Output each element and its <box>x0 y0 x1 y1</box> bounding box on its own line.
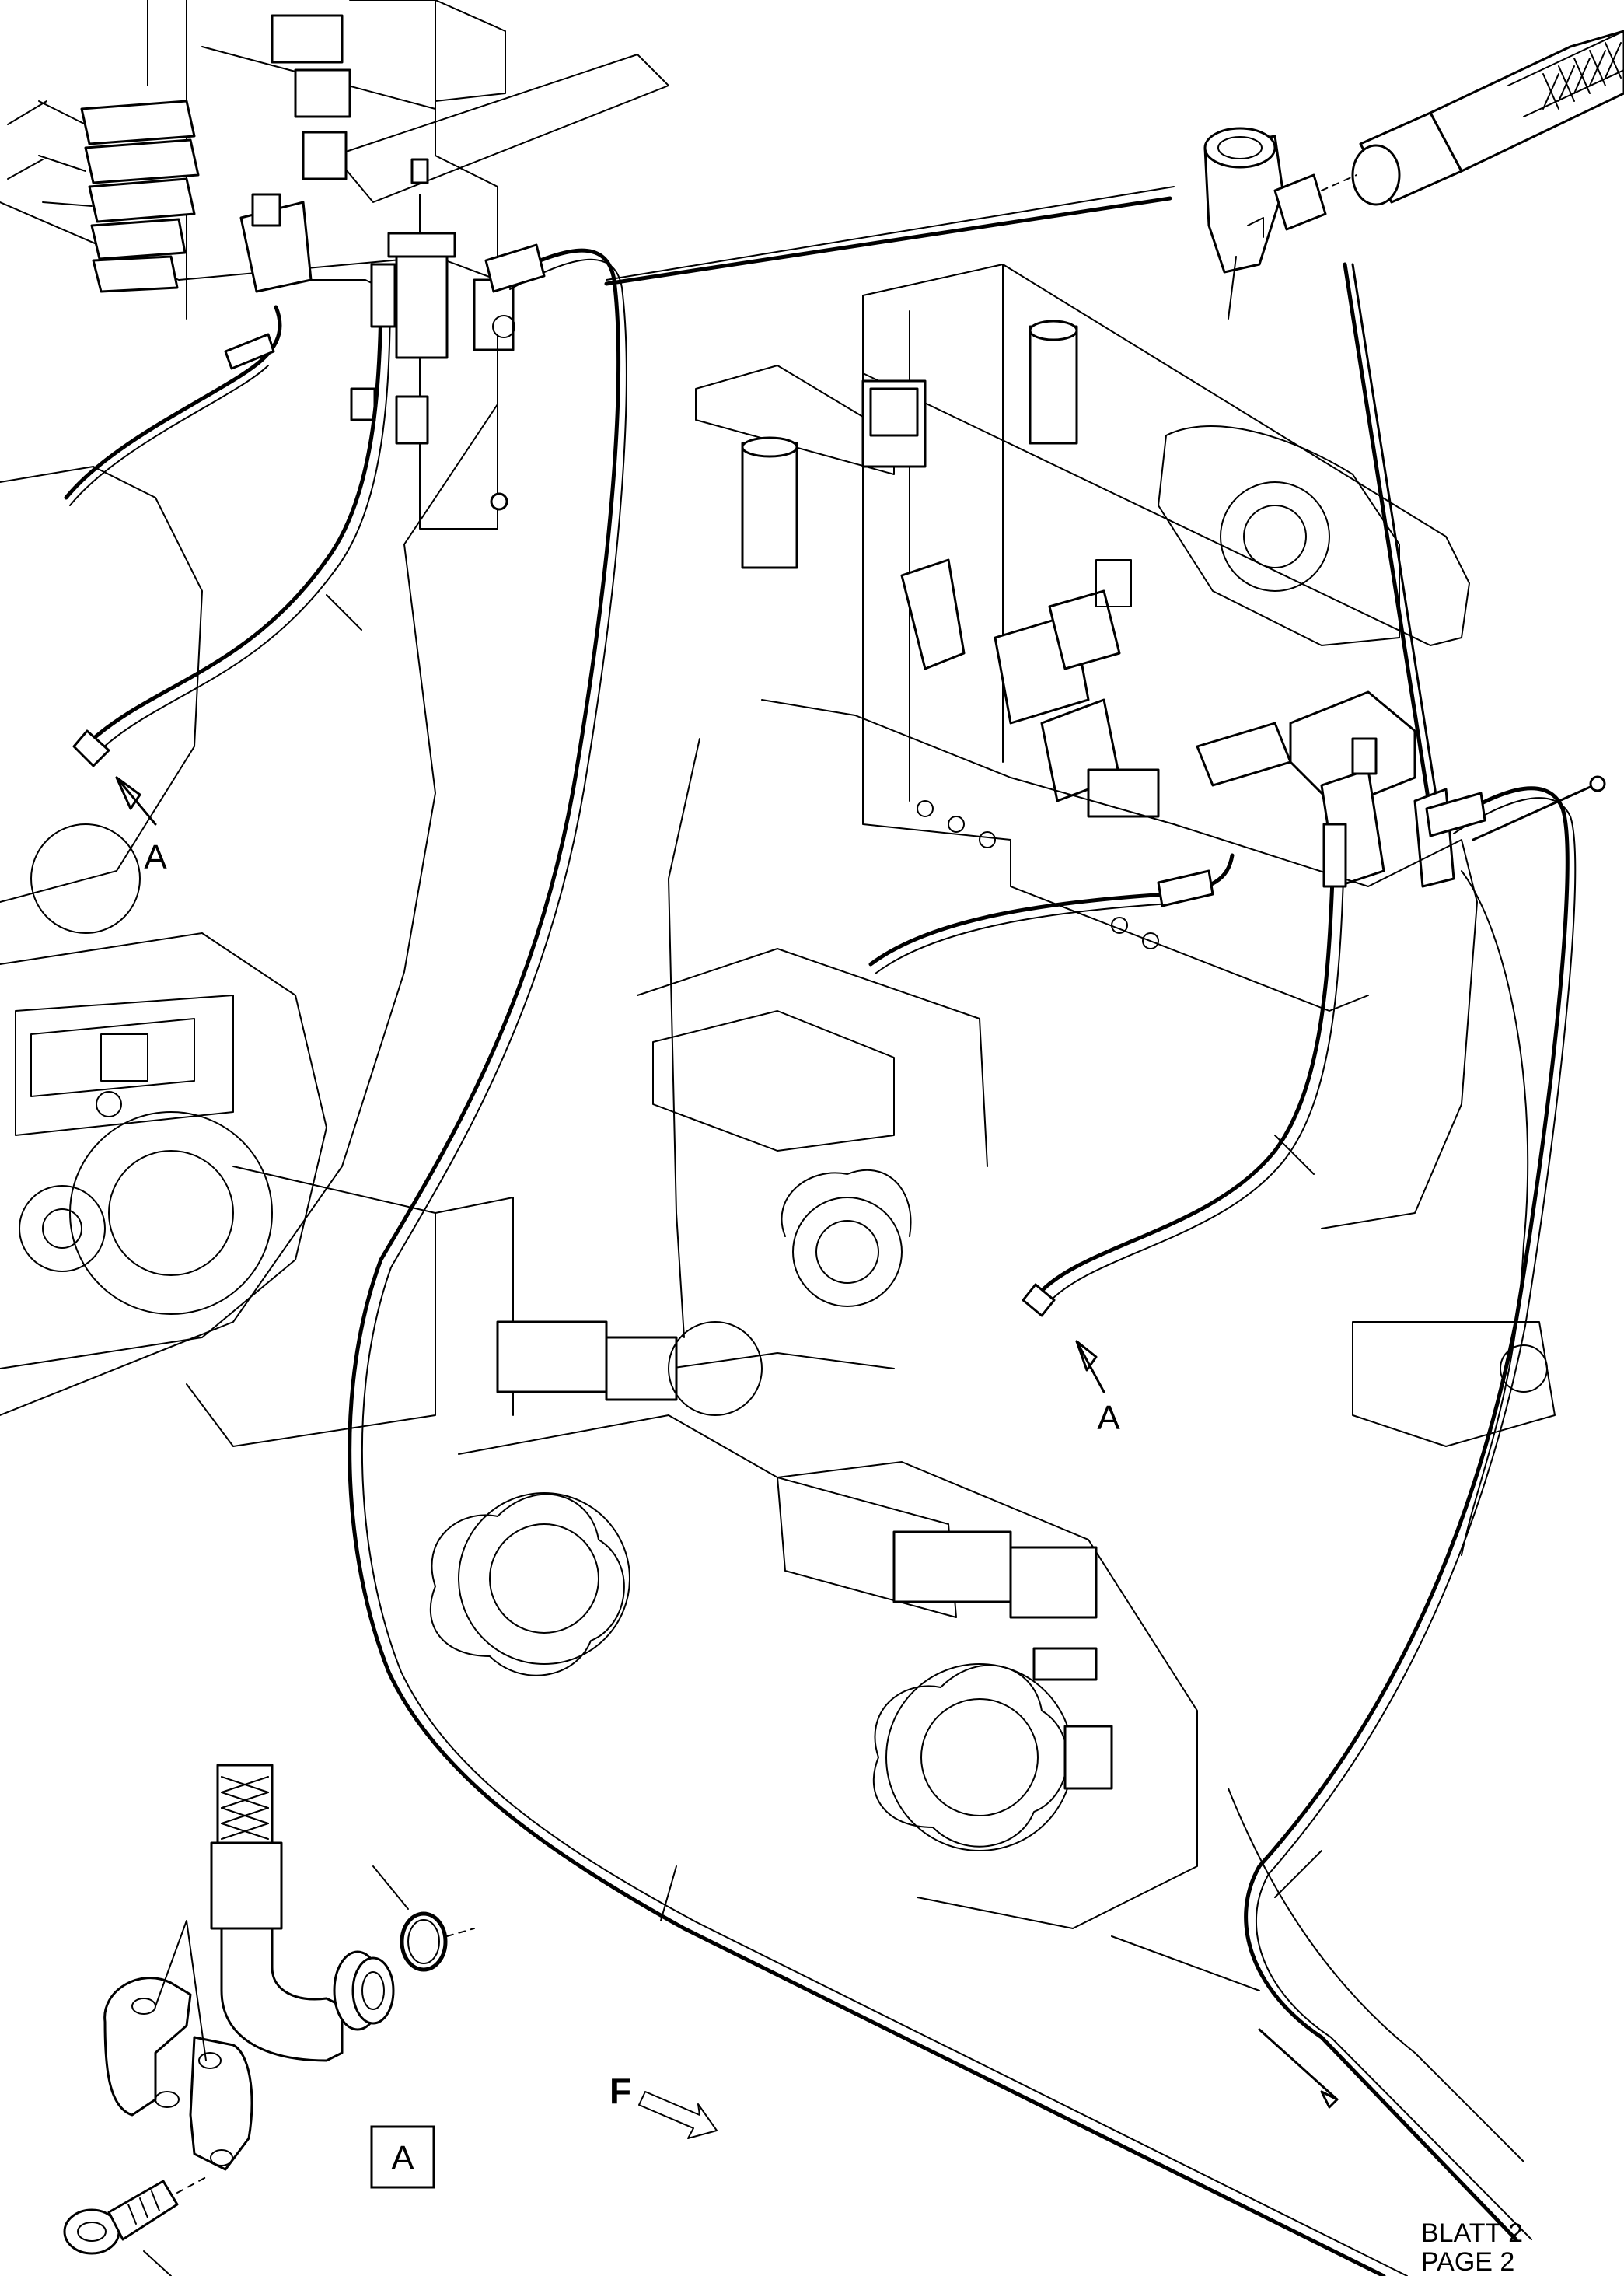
detail-marker-upper-left: A <box>144 838 167 876</box>
detail-box-frame <box>370 2125 435 2189</box>
flange-fitting-detail <box>63 1764 475 2276</box>
braided-hose-texture <box>221 1776 269 1840</box>
direction-letter: F <box>609 2071 631 2111</box>
center-machine <box>668 264 1556 2162</box>
upper-left-hoses <box>64 186 1408 2276</box>
elbow-fitting-detail <box>1203 30 1624 865</box>
direction-arrow <box>638 2091 718 2139</box>
detail-marker-center: A <box>1097 1399 1120 1437</box>
upper-left-valve-block <box>7 0 669 530</box>
braided-hose-texture <box>1542 42 1622 110</box>
continuation-line1: BLATT 2 <box>1421 2218 1523 2248</box>
continuation-line2: PAGE 2 <box>1421 2247 1514 2276</box>
upper-left-machine <box>0 201 514 1447</box>
center-hoses <box>868 775 1606 2242</box>
detail-box-label: A <box>391 2139 414 2177</box>
lower-pump <box>429 948 1198 1929</box>
